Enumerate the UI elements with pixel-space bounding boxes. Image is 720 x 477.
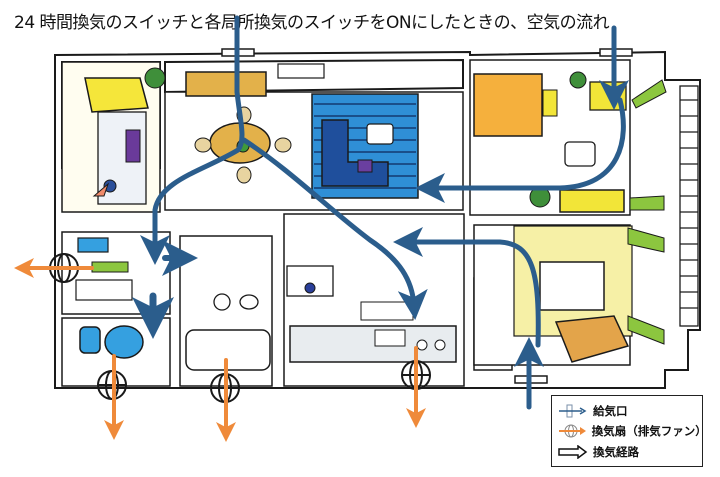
umbrella: [92, 179, 117, 197]
storage-box: [554, 315, 630, 363]
kotatsu: [539, 261, 605, 311]
airflow-arrow: [140, 15, 245, 265]
toilet-tank: [79, 326, 101, 354]
room-japanese: [473, 224, 665, 366]
mat: [125, 129, 141, 163]
curtain: [631, 79, 667, 109]
legend: 給気口 換気扇（排気ファン） 換気経路: [551, 395, 707, 467]
room-dining-living: [164, 63, 464, 211]
sink: [374, 329, 406, 347]
airflow-arrow: [415, 97, 626, 203]
nightstand: [542, 89, 558, 117]
room-western: [469, 59, 667, 216]
airflow-arrow: [393, 227, 541, 348]
supply-airflow: [132, 15, 629, 410]
legend-item-airflow-path: 換気経路: [558, 443, 639, 461]
toilet-bowl: [104, 325, 144, 359]
shoe-cabinet: [84, 77, 149, 113]
legend-item-exhaust-fan: 換気扇（排気ファン）: [558, 422, 707, 440]
coffee-table: [366, 123, 394, 145]
exhaust-airflow: [14, 258, 426, 442]
chest: [559, 189, 625, 213]
towel: [91, 261, 129, 273]
kitchen-mat: [360, 301, 414, 321]
room-entrance: [61, 61, 166, 213]
diagram-title: 24 時間換気のスイッチと各局所換気のスイッチをONにしたときの、空気の流れ: [14, 13, 610, 33]
legend-label: 換気扇（排気ファン）: [591, 424, 707, 438]
washing-machine: [75, 279, 133, 301]
bed: [473, 73, 543, 137]
balcony: [679, 85, 699, 327]
airflow-arrow: [241, 137, 428, 320]
supply-vent-icon: [559, 404, 587, 418]
heater: [564, 141, 596, 167]
air-conditioner: [277, 63, 325, 79]
washbasin: [77, 237, 109, 253]
legend-label: 給気口: [593, 404, 628, 418]
exhaust-fan-icon: [559, 424, 586, 438]
cushion: [357, 159, 373, 173]
legend-item-supply-vent: 給気口: [558, 402, 628, 420]
plant: [144, 67, 166, 89]
cabinet: [185, 71, 267, 97]
kitchen-counter: [289, 325, 457, 363]
legend-label: 換気経路: [593, 445, 639, 459]
airflow-path-icon: [558, 445, 588, 459]
